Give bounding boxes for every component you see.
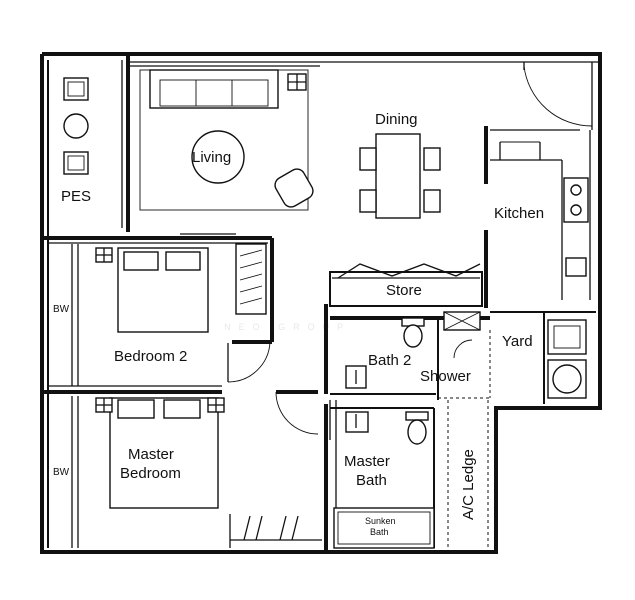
- room-label-sunken-bath-line2: Bath: [370, 527, 389, 537]
- bedroom2-door: [227, 341, 271, 383]
- room-label-bedroom2: Bedroom 2: [114, 348, 187, 365]
- living-furniture: [139, 69, 314, 211]
- room-label-kitchen: Kitchen: [494, 205, 544, 222]
- room-label-shower: Shower: [420, 368, 471, 385]
- living-bedroom-wall: [42, 233, 272, 244]
- bath2-walls: [330, 311, 490, 400]
- pes-walls: [121, 54, 130, 232]
- pes-furniture: [63, 77, 89, 175]
- master-bedroom-door: [275, 390, 319, 435]
- room-label-master-bedroom-line2: Bedroom: [120, 465, 181, 482]
- bedroom2-furniture: [95, 243, 267, 333]
- room-label-bath2: Bath 2: [368, 352, 411, 369]
- outer-walls: [40, 52, 602, 554]
- main-entry-door: [523, 62, 593, 130]
- room-label-sunken-bath-line1: Sunken: [365, 516, 396, 526]
- corridor-walls: [324, 304, 331, 552]
- kitchen-walls: [484, 126, 591, 308]
- room-label-yard: Yard: [502, 333, 533, 350]
- room-label-master-bath-line2: Bath: [356, 472, 387, 489]
- room-label-pes: PES: [61, 188, 91, 205]
- room-label-ac-ledge: A/C Ledge: [460, 449, 477, 520]
- window-bottom: [229, 514, 322, 548]
- label-bay-window-upper: BW: [53, 304, 70, 315]
- bedroom2-walls: [42, 238, 274, 394]
- dining-furniture: [359, 133, 441, 219]
- label-bay-window-lower: BW: [53, 467, 70, 478]
- master-bedroom-furniture: [95, 397, 225, 509]
- room-label-master-bath-line1: Master: [344, 453, 390, 470]
- store-walls: [329, 263, 483, 307]
- watermark-text: PATRICK NEO GROUP: [120, 322, 351, 332]
- room-label-living: Living: [192, 149, 231, 166]
- room-label-dining: Dining: [375, 111, 418, 128]
- yard-walls: [490, 311, 596, 404]
- ac-ledge-area: [447, 400, 489, 548]
- room-label-master-bedroom-line1: Master: [128, 446, 174, 463]
- room-label-store: Store: [386, 282, 422, 299]
- master-bath-walls: [330, 400, 435, 549]
- living-window: [128, 61, 600, 67]
- window-left-lower: [71, 396, 79, 548]
- window-left-upper: [71, 244, 79, 386]
- shower-area: [438, 330, 491, 399]
